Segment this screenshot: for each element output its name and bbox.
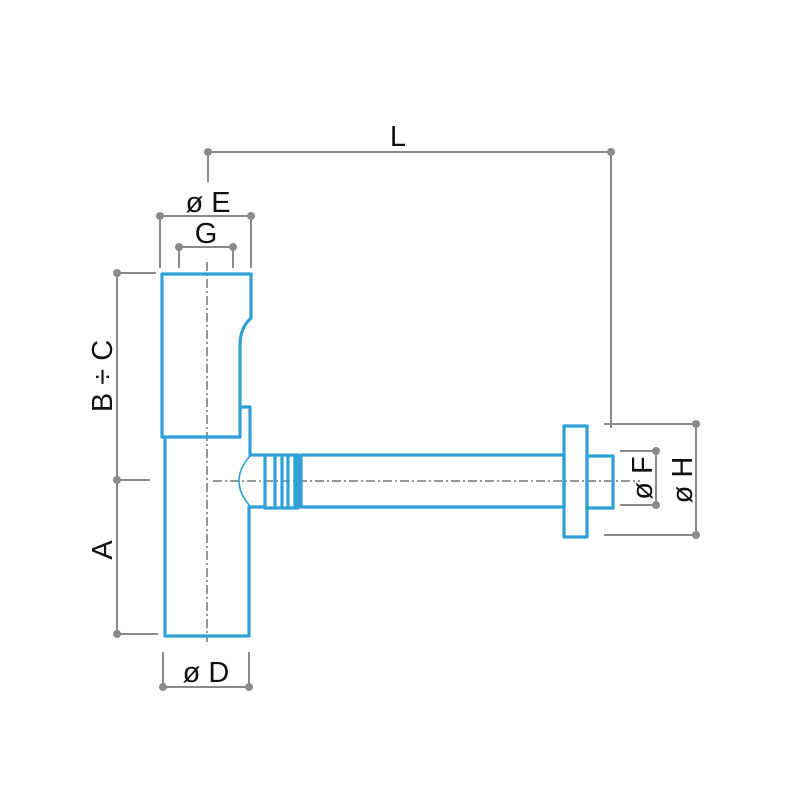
- pipe-end: [585, 454, 615, 510]
- label-D: ø D: [183, 657, 230, 689]
- dimension-B-C: B ÷ C: [87, 269, 156, 484]
- label-E: ø E: [185, 187, 230, 219]
- siphon-part: [160, 272, 615, 638]
- upper-body: [160, 272, 253, 439]
- label-L: L: [390, 121, 406, 153]
- body-tab: [240, 405, 265, 457]
- dimension-G: G: [175, 218, 237, 268]
- label-F: ø F: [627, 456, 659, 500]
- label-B-C: B ÷ C: [87, 340, 119, 412]
- dimension-A: A: [87, 480, 158, 638]
- label-H: ø H: [667, 457, 699, 504]
- dimension-L: L: [204, 121, 615, 428]
- label-G: G: [195, 218, 218, 250]
- dimension-H: ø H: [604, 420, 700, 539]
- lower-body: [163, 437, 265, 638]
- dimension-D: ø D: [159, 652, 253, 691]
- connection-arc: [238, 455, 251, 507]
- dimension-F: ø F: [620, 447, 660, 509]
- label-A: A: [87, 540, 119, 560]
- dimension-E: ø E: [156, 187, 255, 268]
